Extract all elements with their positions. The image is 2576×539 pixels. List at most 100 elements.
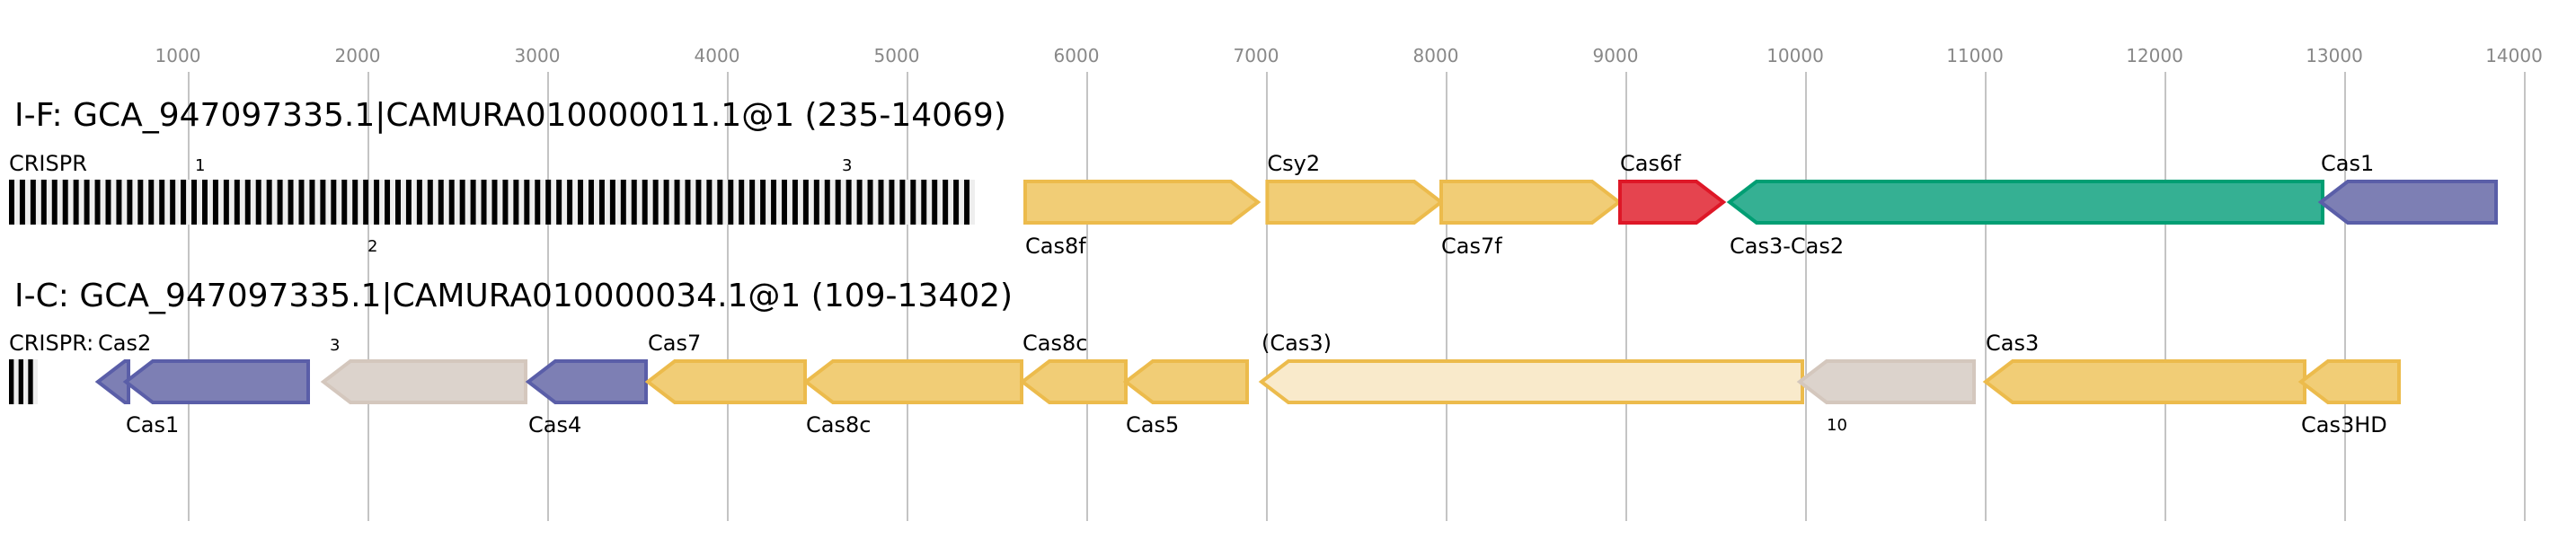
crispr-repeat — [395, 180, 401, 225]
crispr-repeat — [137, 180, 144, 225]
gene-arrow-unknown — [320, 359, 527, 404]
gene-arrow-cas7 — [644, 359, 807, 404]
crispr-repeat — [802, 180, 809, 225]
gene-label: Cas7 — [648, 331, 701, 356]
crispr-repeat — [9, 180, 14, 225]
crispr-repeat — [943, 180, 949, 225]
crispr-repeat — [73, 180, 79, 225]
crispr-repeat — [535, 180, 541, 225]
crispr-repeat — [427, 180, 433, 225]
gene-arrow-cas8c — [802, 359, 1023, 404]
gene-arrow-cas3 — [1982, 359, 2306, 404]
crispr-label: CRISPR — [9, 151, 87, 176]
crispr-repeat — [448, 180, 455, 225]
gene-arrow-cas8f — [1023, 180, 1261, 225]
gene-arrow-cas3-cas2 — [1726, 180, 2324, 225]
gene-label: Cas8c — [1022, 331, 1087, 356]
crispr-repeat — [824, 180, 830, 225]
crispr-repeat — [899, 180, 906, 225]
crispr-repeat — [9, 359, 14, 404]
crispr-repeat — [717, 180, 723, 225]
crispr-repeat — [288, 180, 294, 225]
crispr-repeat — [609, 180, 615, 225]
crispr-repeat — [416, 180, 422, 225]
crispr-repeat — [513, 180, 519, 225]
crispr-repeat — [459, 180, 465, 225]
crispr-repeat — [84, 180, 90, 225]
crispr-repeat — [40, 180, 47, 225]
gene-label: Cas8c — [806, 412, 871, 437]
gene-label: Cas4 — [528, 412, 581, 437]
crispr-repeat — [782, 180, 787, 225]
gene-label: Cas2 — [98, 331, 151, 356]
gene-label: Cas6f — [1620, 151, 1681, 176]
crispr-repeat — [212, 180, 218, 225]
crispr-repeat — [695, 180, 702, 225]
crispr-repeat — [363, 180, 369, 225]
gene-label: Cas8f — [1025, 234, 1086, 259]
axis-tick-label: 4000 — [695, 45, 740, 66]
gene-arrow-cas3 — [1258, 359, 1804, 404]
crispr-repeat — [181, 180, 187, 225]
axis-tick-label: 13000 — [2306, 45, 2363, 66]
axis-tick-label: 7000 — [1234, 45, 1279, 66]
crispr-repeat — [470, 180, 476, 225]
crispr-repeat — [491, 180, 498, 225]
crispr-repeat — [481, 180, 487, 225]
crispr-repeat — [706, 180, 713, 225]
crispr-repeat — [116, 180, 122, 225]
crispr-repeat — [567, 180, 573, 225]
axis-tick-label: 2000 — [335, 45, 381, 66]
crispr-repeat — [663, 180, 669, 225]
gene-label: Cas7f — [1441, 234, 1502, 259]
gene-label: Csy2 — [1267, 151, 1320, 176]
crispr-repeat — [589, 180, 594, 225]
locus-title: I-F: GCA_947097335.1|CAMURA010000011.1@1… — [14, 97, 1006, 134]
crispr-repeat — [191, 180, 198, 225]
gene-label: Cas3HD — [2301, 412, 2387, 437]
crispr-repeat — [159, 180, 165, 225]
crispr-repeat — [341, 180, 348, 225]
crispr-repeat — [845, 180, 852, 225]
axis-tick-label: 3000 — [515, 45, 561, 66]
gene-arrow-cas8c — [1019, 359, 1128, 404]
crispr-repeat — [298, 180, 305, 225]
crispr-repeat — [202, 180, 208, 225]
crispr-repeat — [856, 180, 863, 225]
axis-tick-label: 11000 — [1946, 45, 2004, 66]
crispr-repeat — [749, 180, 756, 225]
axis-tick-label: 6000 — [1054, 45, 1100, 66]
crispr-repeat — [556, 180, 562, 225]
crispr-repeat — [685, 180, 691, 225]
gene-arrow-cas6f — [1618, 180, 1727, 225]
crispr-repeat — [598, 180, 605, 225]
crispr-repeat — [728, 180, 734, 225]
crispr-repeat — [331, 180, 337, 225]
crispr-repeat — [405, 180, 412, 225]
crispr-repeat — [921, 180, 927, 225]
locus-title: I-C: GCA_947097335.1|CAMURA010000034.1@1… — [14, 278, 1013, 314]
axis-tick-label: 12000 — [2126, 45, 2183, 66]
crispr-repeat — [631, 180, 637, 225]
crispr-repeat — [620, 180, 626, 225]
axis-tick-label: 5000 — [874, 45, 920, 66]
crispr-repeat — [127, 180, 133, 225]
gene-arrow-cas1 — [122, 359, 310, 404]
gene-label: Cas3-Cas2 — [1730, 234, 1844, 259]
crispr-repeat — [835, 180, 841, 225]
axis-tick-label: 8000 — [1413, 45, 1459, 66]
axis-tick-label: 10000 — [1766, 45, 1824, 66]
crispr-repeat — [352, 180, 359, 225]
crispr-repeat — [148, 180, 155, 225]
crispr-repeat — [739, 180, 745, 225]
gene-arrow-cas5 — [1122, 359, 1249, 404]
crispr-repeat — [760, 180, 766, 225]
crispr-repeat — [255, 180, 261, 225]
crispr-repeat — [878, 180, 884, 225]
crispr-repeat — [964, 180, 970, 225]
gene-arrow-cas4 — [525, 359, 648, 404]
crispr-repeat — [438, 180, 444, 225]
crispr-repeat — [771, 180, 777, 225]
gene-label: (Cas3) — [1261, 331, 1332, 356]
crispr-repeat — [889, 180, 895, 225]
